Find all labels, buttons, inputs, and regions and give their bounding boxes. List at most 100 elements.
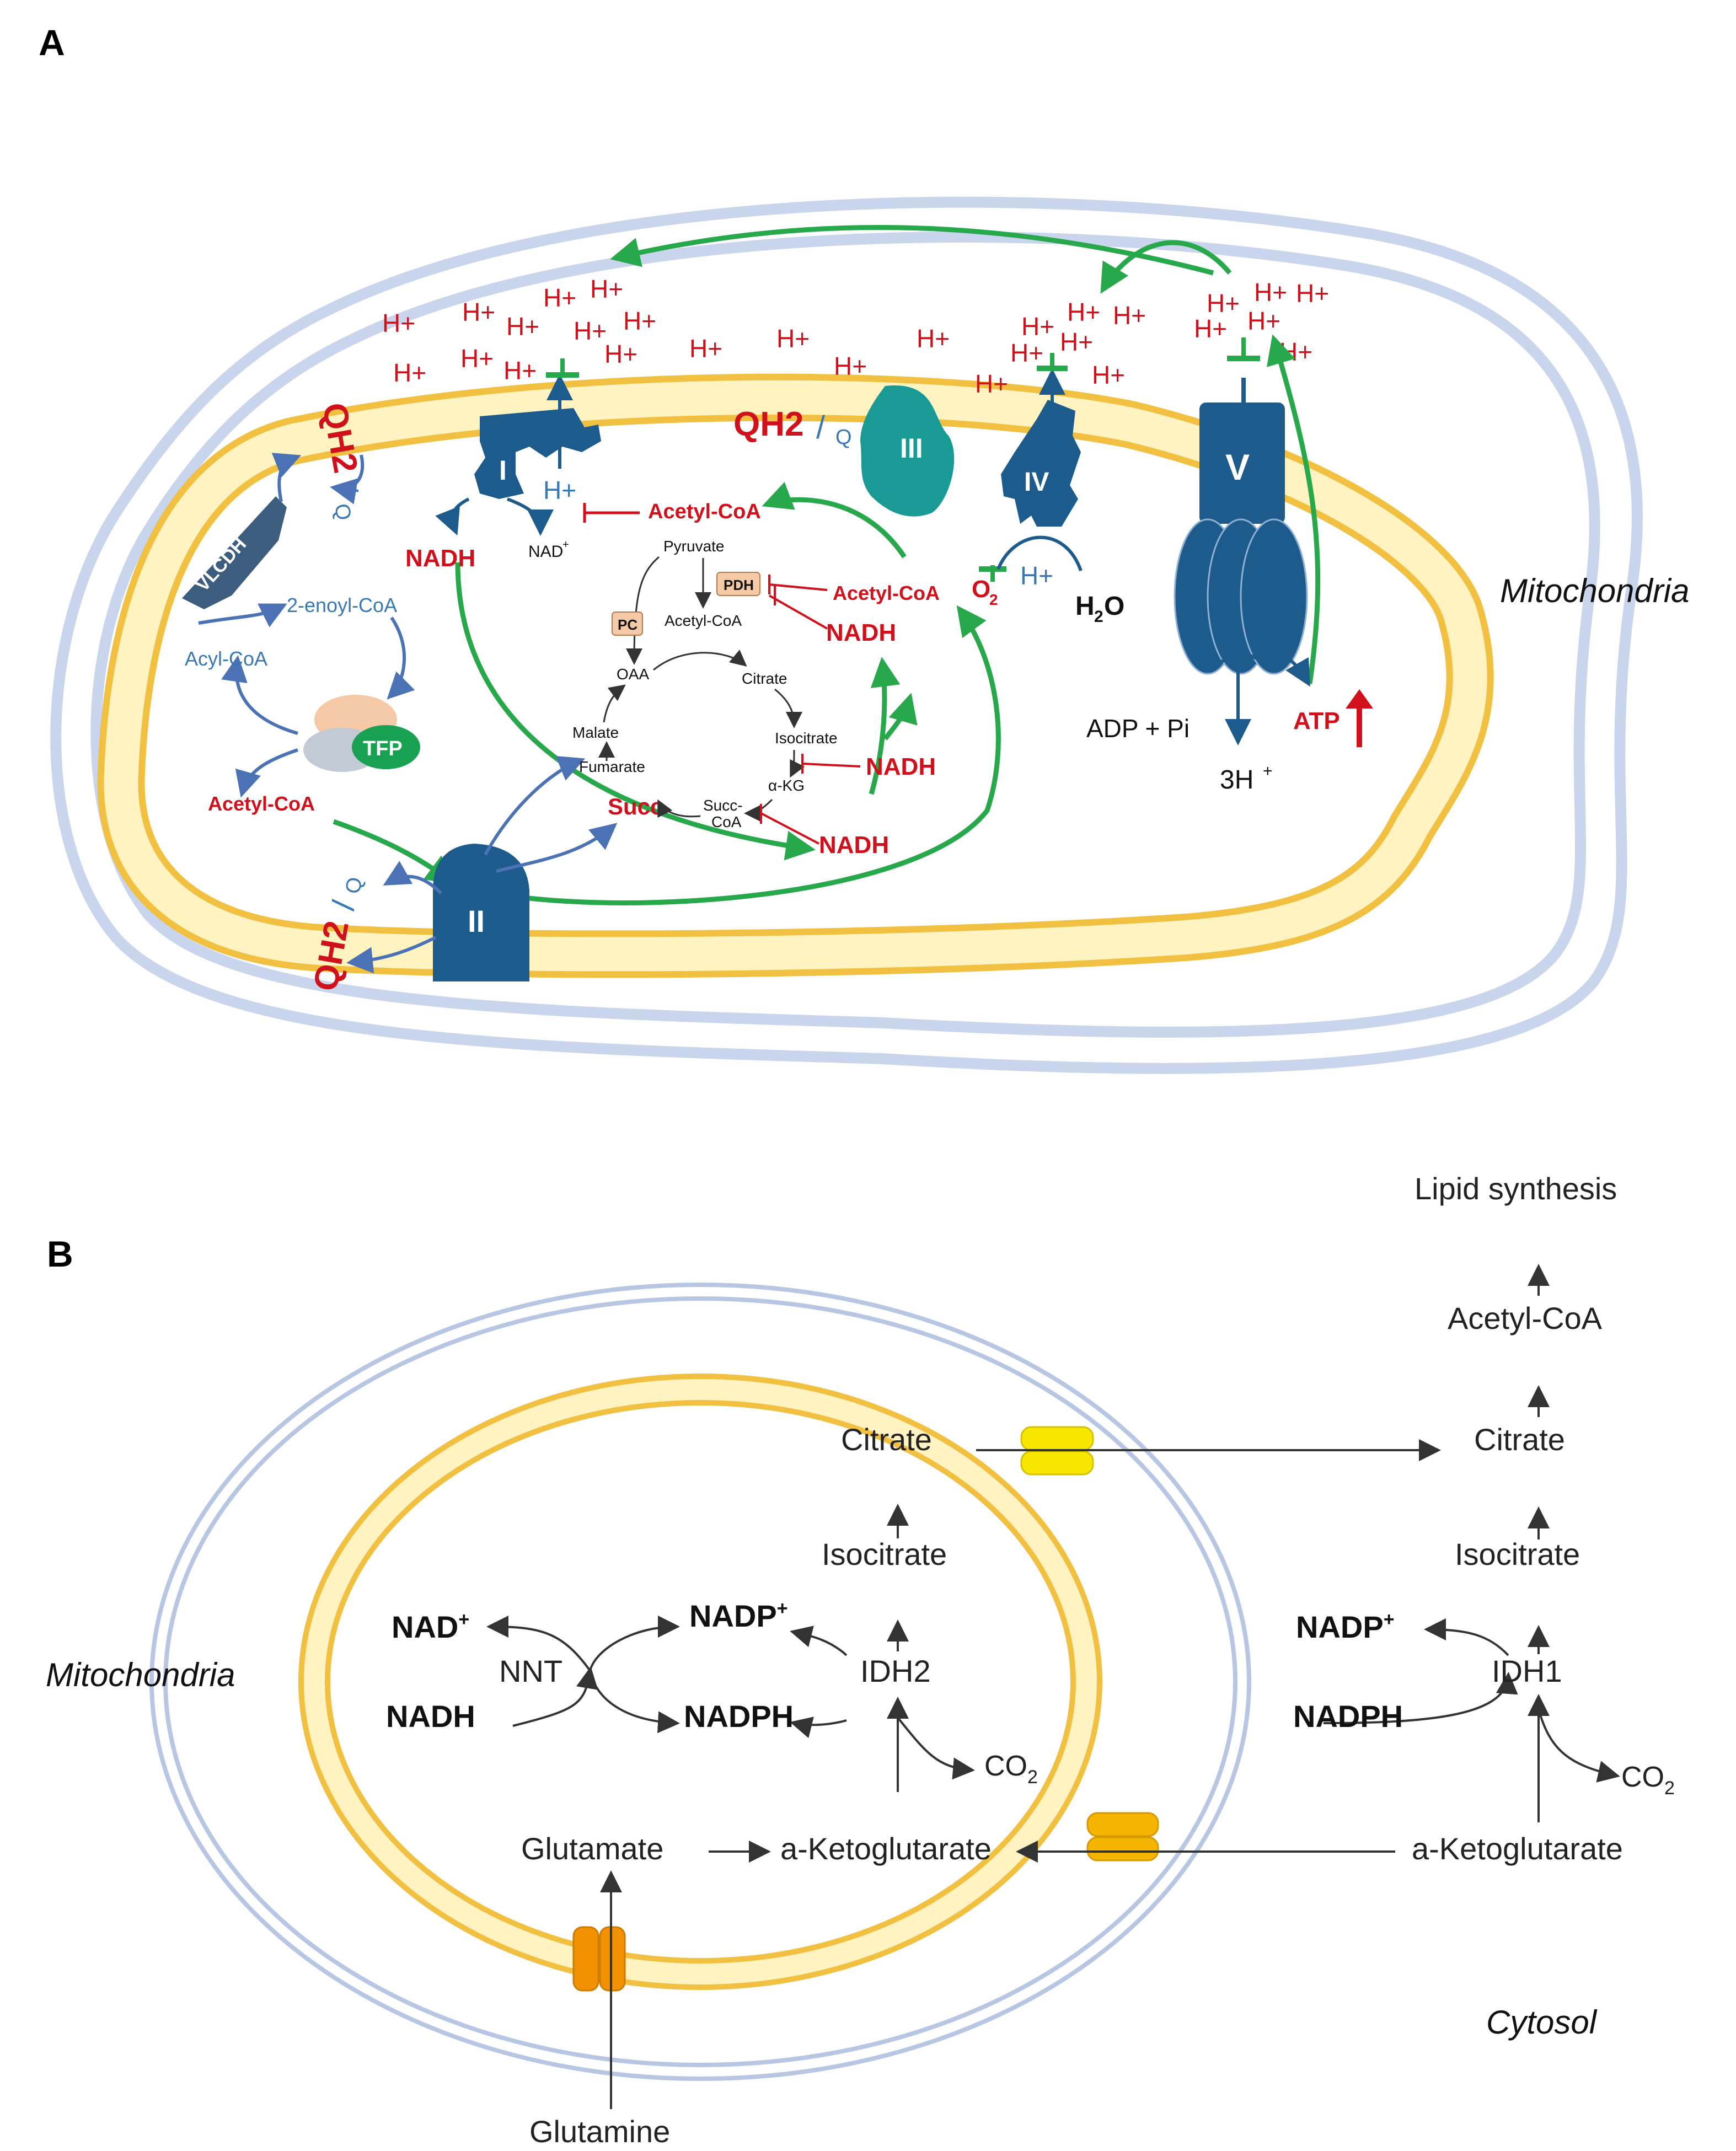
h-plus: H+ [382, 309, 415, 337]
tca-succ-coa-2: CoA [711, 813, 742, 830]
h-plus: H+ [975, 369, 1008, 398]
complex-iii: III [860, 385, 955, 517]
acetyl-coa-cyto: Acetyl-CoA [1448, 1301, 1603, 1335]
glutamate: Glutamate [521, 1831, 663, 1866]
h-plus: H+ [393, 358, 426, 387]
svg-text:+: + [1263, 762, 1273, 780]
h-plus: H+ [604, 340, 637, 368]
glutamine-transporter [572, 1926, 626, 1992]
a-ketoglutarate-mito: a-Ketoglutarate [780, 1831, 992, 1866]
h-plus: H+ [776, 324, 810, 353]
acetyl-coa-center: Acetyl-CoA [648, 500, 761, 523]
complex-iv-h-plus: H+ [1020, 561, 1053, 590]
svg-text:NAD: NAD [528, 543, 563, 561]
svg-text:PC: PC [618, 616, 637, 633]
nadph-mito: NADPH [684, 1699, 794, 1734]
h-plus: H+ [1010, 339, 1043, 367]
nadp-plus-cyto: NADP+ [1296, 1609, 1395, 1644]
tca-cycle: Pyruvate Acetyl-CoA OAA Citrate Isocitra… [572, 538, 861, 845]
h-plus: H+ [462, 298, 495, 326]
qh2-top: QH2 / Q [733, 405, 852, 449]
pc-box: PC [612, 611, 643, 636]
complex-iv-label: IV [1024, 468, 1049, 497]
acyl-coa: Acyl-CoA [185, 647, 267, 670]
beta-oxidation-arrows [198, 453, 618, 974]
svg-text:TFP: TFP [363, 737, 403, 760]
h-plus: H+ [1279, 337, 1312, 366]
tca-succ-coa-1: Succ- [703, 797, 743, 814]
protons-a: H+ H+ H+ H+ H+ H+ H+ H+ H+ H+ H+ H+ H+ H… [382, 275, 1329, 398]
lipid-synthesis: Lipid synthesis [1414, 1171, 1617, 1206]
complex-iv: IV [1001, 400, 1081, 527]
nadh-complex-i: NADH [405, 545, 475, 572]
h-plus: H+ [623, 307, 656, 335]
svg-text:H: H [1075, 592, 1095, 621]
nad-plus: NAD + [528, 539, 569, 561]
atp: ATP [1293, 689, 1373, 747]
outer-membrane-a [50, 196, 1643, 1074]
h-plus: H+ [1194, 314, 1227, 343]
svg-text:+: + [562, 539, 569, 551]
svg-text:QH2: QH2 [733, 405, 803, 443]
tca-citrate: Citrate [742, 670, 787, 687]
h-plus: H+ [1247, 307, 1280, 335]
inhibit-complex-i [583, 503, 640, 523]
panel-a: A Mitochondria H+ H+ H+ H+ H+ H+ H+ H+ H… [39, 22, 1690, 1074]
pathway-arrows-b [486, 1264, 1620, 2109]
tca-pyruvate: Pyruvate [663, 538, 725, 555]
nadh-akg: NADH [819, 832, 889, 859]
svg-text:ATP: ATP [1293, 707, 1340, 734]
pump-arrows-a [435, 337, 1310, 745]
nadh-b: NADH [386, 1699, 475, 1734]
cytosol-label: Cytosol [1486, 2004, 1598, 2041]
idh2: IDH2 [860, 1654, 931, 1688]
three-h-plus: 3H + [1220, 762, 1273, 795]
slash: / [325, 897, 362, 913]
pdh-box: PDH [716, 572, 760, 596]
complex-i-label: I [499, 455, 507, 486]
slash: / [816, 410, 826, 446]
complex-ii: II [433, 844, 529, 981]
svg-text:O: O [1104, 592, 1124, 621]
nad-plus-b: NAD+ [392, 1609, 469, 1644]
outer-membrane-b [149, 1283, 1251, 2081]
glutamine: Glutamine [529, 2114, 670, 2149]
a-ketoglutarate-cyto: a-Ketoglutarate [1412, 1831, 1623, 1866]
svg-text:3H: 3H [1220, 765, 1253, 795]
h-plus: H+ [689, 334, 722, 363]
svg-text:O: O [972, 576, 990, 603]
tca-acetyl-coa: Acetyl-CoA [665, 612, 742, 629]
isocitrate-cyto: Isocitrate [1455, 1537, 1580, 1571]
h-plus: H+ [1254, 278, 1287, 307]
h-plus: H+ [574, 317, 607, 345]
svg-text:Q: Q [341, 876, 367, 895]
svg-text:2: 2 [1094, 608, 1103, 626]
o2: O 2 [972, 576, 998, 608]
nadh-isocitrate: NADH [866, 753, 936, 780]
nadph-cyto: NADPH [1293, 1699, 1403, 1734]
cofactor-labels-b: NAD+ NADH NADP+ NADPH NADP+ NADPH [386, 1598, 1403, 1734]
h-plus: H+ [503, 356, 537, 385]
tca-succ: Succ [608, 793, 663, 819]
h-plus: H+ [917, 324, 950, 353]
h-plus: H+ [1060, 328, 1093, 356]
svg-text:Q: Q [330, 502, 355, 522]
svg-text:Q: Q [835, 426, 852, 449]
tca-fumarate: Fumarate [579, 758, 645, 775]
svg-text:PDH: PDH [724, 577, 754, 593]
svg-text:CO2: CO2 [984, 1750, 1038, 1788]
h-plus: H+ [460, 344, 494, 373]
citrate-mito: Citrate [841, 1422, 932, 1457]
isocitrate-mito: Isocitrate [822, 1537, 947, 1571]
idh1: IDH1 [1492, 1654, 1562, 1688]
h-plus: H+ [1207, 289, 1240, 318]
h-plus: H+ [1296, 279, 1329, 308]
akg-transporter [1086, 1812, 1159, 1862]
h-plus: H+ [1092, 361, 1125, 389]
h-plus: H+ [1021, 312, 1054, 341]
pathway-labels-b: Lipid synthesis Acetyl-CoA Citrate Isoci… [499, 1171, 1623, 2149]
complex-i-h-plus: H+ [543, 476, 576, 505]
enoyl-coa: 2-enoyl-CoA [287, 594, 397, 616]
h-plus: H+ [834, 352, 867, 380]
